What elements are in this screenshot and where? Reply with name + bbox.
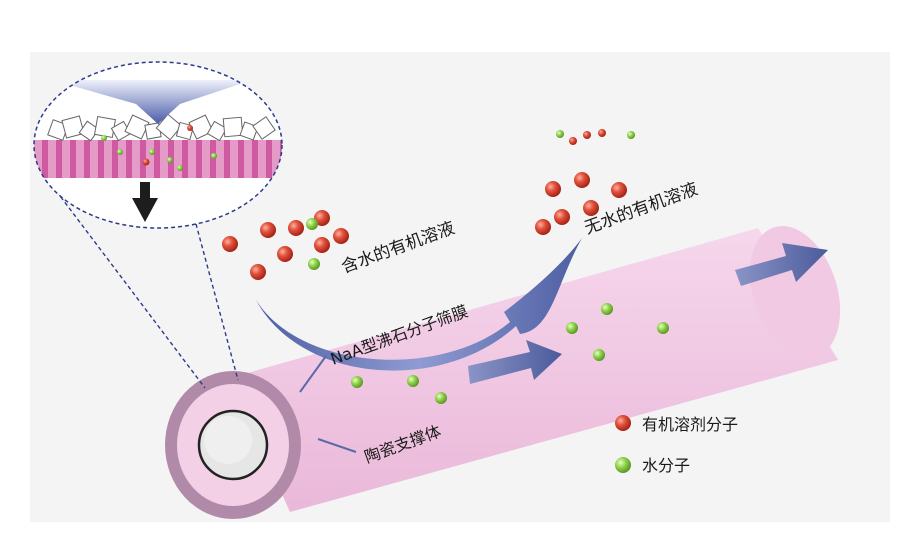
legend-water-label: 水分子 [642,456,690,475]
legend-organic-marker [615,415,631,431]
permeate-down-arrow [132,182,158,222]
legend: 有机溶剂分子 水分子 [615,415,738,475]
legend-water-marker [615,457,631,473]
tube-water-molecules [351,303,669,404]
curved-arrow [256,238,582,371]
magnifier-view [33,61,283,229]
support-pointer-line [317,438,357,453]
legend-organic-label: 有机溶剂分子 [642,415,738,434]
magnifier-connector-1 [47,179,206,389]
magnifier-connector-2 [195,223,239,381]
flow-arrow-inside [468,340,562,384]
wet-solution-molecules [222,210,349,280]
dry-solution-molecules [535,129,635,235]
magnifier-down-arrow [52,80,252,124]
membrane-pointer-line [299,355,327,393]
flow-arrow-outlet [735,243,828,286]
